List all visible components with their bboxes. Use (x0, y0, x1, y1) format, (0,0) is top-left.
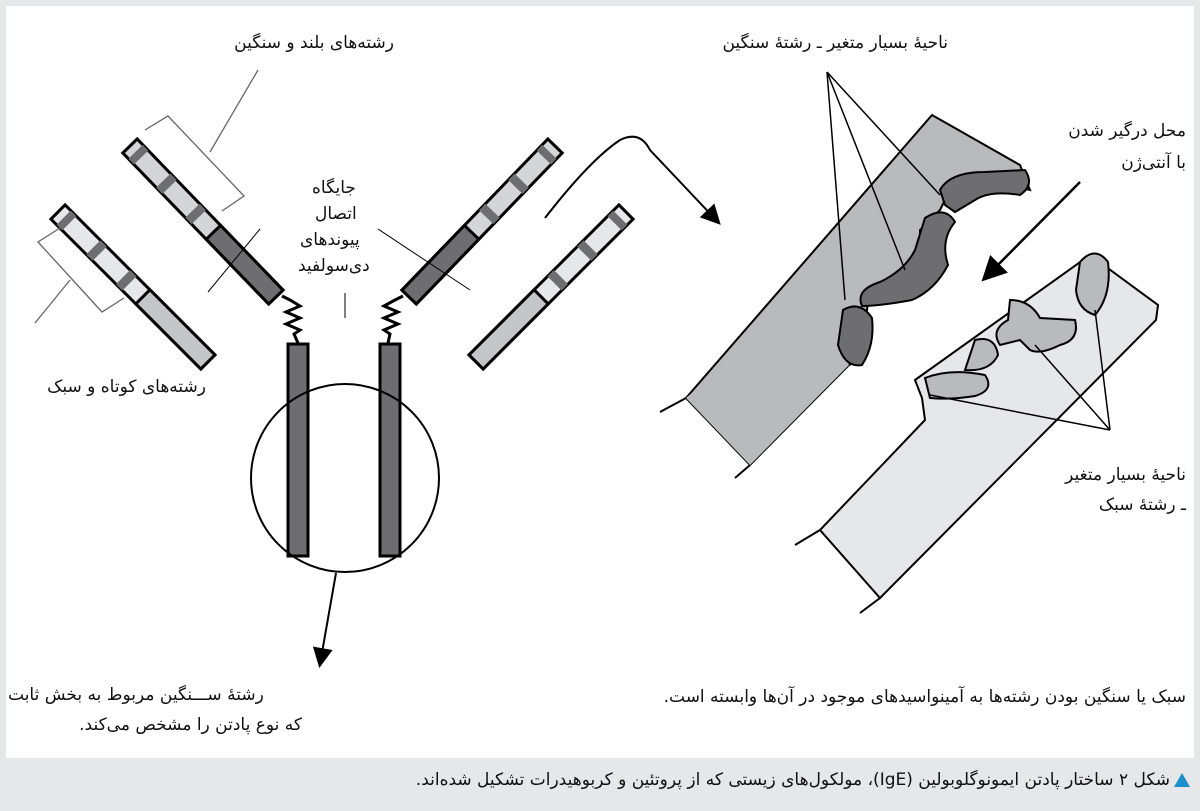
zoom-arrow (544, 135, 721, 225)
constant-region-label-2: که نوع پادتن را مشخص می‌کند. (79, 715, 302, 735)
light-variable-label-2: ـ رشتهٔ سبک (1098, 495, 1186, 515)
disulfide-leader-left (207, 228, 261, 293)
light-variable-callout (929, 309, 1111, 431)
chain-weight-note: سبک یا سنگین بودن رشته‌ها به آمینواسیدها… (663, 687, 1186, 707)
disulfide-label-2: اتصال (315, 204, 357, 224)
left-constant-stem (286, 342, 310, 558)
zoomed-heavy-chain (659, 113, 1032, 479)
heavy-variable-callout (826, 71, 941, 301)
constant-region-label-1: رشتهٔ ســـنگین مربوط به بخش ثابت (8, 685, 264, 705)
light-leader-line (34, 279, 71, 324)
right-disulfide-spring (380, 294, 404, 344)
disulfide-label-4: دی‌سولفید (298, 256, 370, 276)
light-chains-label: رشته‌های کوتاه و سبک (47, 377, 206, 397)
left-heavy-chain (120, 136, 286, 307)
disulfide-label-3: پیوندهای (300, 230, 360, 250)
antigen-arrow (981, 181, 1081, 282)
antigen-site-label-1: محل درگیر شدن (1068, 121, 1186, 141)
heavy-chains-label: رشته‌های بلند و سنگین (234, 33, 394, 53)
disulfide-label-1: جایگاه (312, 178, 356, 198)
constant-arrow (312, 572, 337, 668)
antigen-site-label-2: با آنتی‌ژن (1121, 153, 1186, 173)
caption-triangle-icon (1174, 773, 1190, 787)
left-disulfide-spring (281, 294, 304, 344)
light-variable-label-1: ناحیهٔ بسیار متغیر (1065, 465, 1186, 485)
light-bracket (36, 227, 125, 313)
heavy-leader-line (209, 69, 259, 153)
right-light-chain (466, 202, 636, 372)
left-light-chain (48, 202, 218, 372)
heavy-bracket (144, 115, 245, 212)
constant-region-circle (250, 383, 440, 573)
right-heavy-chain (399, 136, 565, 307)
figure-caption: شکل ۲ ساختار پادتن ایمونوگلوبولین (IgE)،… (415, 770, 1170, 790)
disulfide-leader-right (377, 228, 471, 291)
right-constant-stem (378, 342, 402, 558)
zoomed-light-chain (794, 252, 1160, 614)
heavy-variable-label: ناحیهٔ بسیار متغیر ـ رشتهٔ سنگین (722, 33, 948, 53)
